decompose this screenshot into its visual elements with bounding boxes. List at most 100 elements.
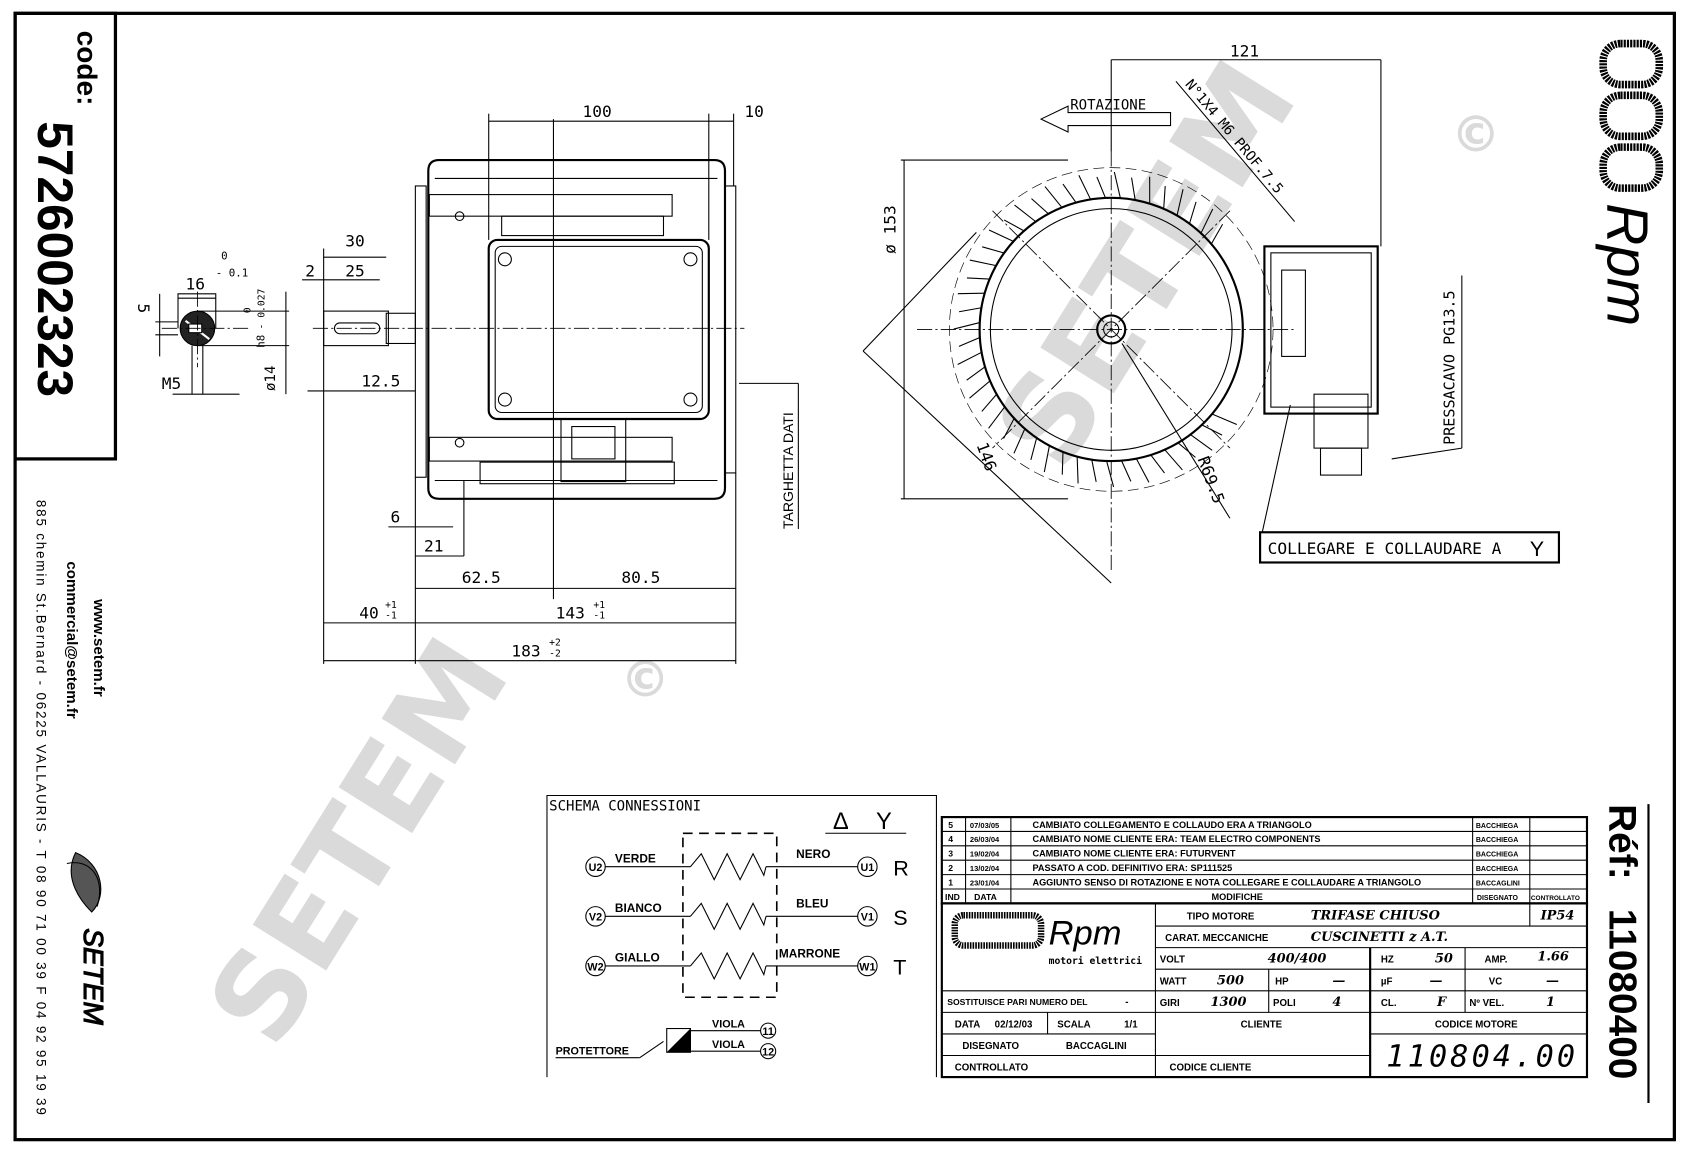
- cooling-fin: [957, 351, 982, 365]
- cooling-fin: [953, 322, 980, 330]
- connect-note-box: [1259, 531, 1561, 564]
- dim-80-5: 80.5: [621, 568, 660, 587]
- dim-21: 21: [424, 537, 443, 556]
- cliente-label: CLIENTE: [1241, 1019, 1283, 1030]
- rev-date: 07/03/05: [970, 821, 999, 830]
- schema-title: SCHEMA CONNESSIONI: [549, 799, 701, 815]
- rev-description: CAMBIATO COLLEGAMENTO E COLLAUDO ERA A T…: [1032, 820, 1311, 830]
- header-modifiche: MODIFICHE: [1212, 892, 1263, 902]
- nvel-value: 1: [1546, 995, 1555, 1010]
- ref-label: Réf:: [1601, 804, 1644, 880]
- dim-r69-5: R69.5: [1194, 454, 1229, 506]
- cooling-fin: [1003, 219, 1025, 232]
- left-terminal: W2: [587, 961, 603, 973]
- cooling-fin: [1096, 176, 1106, 199]
- cooling-fin: [1163, 186, 1166, 209]
- rev-ind: 3: [948, 849, 953, 859]
- right-terminal: U1: [861, 862, 875, 874]
- dim-h8-tol-upper: 0: [242, 307, 253, 313]
- vc-label: VC: [1489, 976, 1502, 987]
- shaft-section-view: 16 0 - 0.1 5 M5 ø14 h8 0 - 0.027: [134, 249, 290, 395]
- header-ind: IND: [945, 892, 960, 902]
- cooling-fin: [1121, 460, 1132, 482]
- dim-100: 100: [583, 102, 612, 121]
- dim-40: 40: [359, 604, 378, 623]
- dim-146: 146: [973, 440, 1001, 474]
- scala-label: SCALA: [1057, 1019, 1090, 1030]
- cooling-fin: [1076, 456, 1079, 484]
- rev-date: 26/03/04: [970, 835, 1000, 844]
- volt-label: VOLT: [1160, 955, 1185, 966]
- cooling-fin: [958, 336, 981, 347]
- dim-183-tol-minus: -2: [549, 648, 561, 659]
- cooling-fin: [1078, 175, 1092, 200]
- sheet-border: [13, 11, 1676, 1142]
- protector-wire-color: VIOLA: [712, 1039, 745, 1051]
- terminal-circle: [857, 955, 878, 977]
- sostituisce-label: SOSTITUISCE PARI NUMERO DEL: [947, 997, 1087, 1007]
- winding-resistor: [690, 852, 767, 881]
- dim-25: 25: [345, 262, 364, 281]
- tipo-motore-label: TIPO MOTORE: [1187, 912, 1255, 923]
- rev-drawn-by: BACCAGLINI: [1476, 880, 1520, 887]
- rotation-arrow-icon: [1039, 105, 1172, 133]
- targhetta-label: TARGHETTA DATI: [780, 412, 796, 529]
- cooling-fin: [1164, 449, 1183, 471]
- volt-value: 400/400: [1268, 952, 1327, 967]
- cooling-fin: [1177, 442, 1196, 458]
- dim-143: 143: [556, 604, 585, 623]
- cooling-fin: [1200, 208, 1214, 234]
- dim-16-tol-upper: 0: [221, 249, 227, 262]
- watermark-mark: ©: [1451, 105, 1501, 163]
- protector-terminal: 12: [762, 1047, 774, 1059]
- terminal-box: [487, 238, 710, 421]
- dim-d14: ø14: [263, 366, 279, 391]
- cooling-fin: [1044, 186, 1063, 208]
- rev-date: 19/02/04: [970, 850, 1000, 859]
- left-terminal: V2: [589, 912, 602, 924]
- cooling-fin: [988, 229, 1014, 242]
- dim-16: 16: [186, 275, 205, 294]
- protector-label: PROTETTORE: [556, 1045, 629, 1057]
- dim-d153: ø 153: [880, 205, 899, 254]
- codice-motore-label: CODICE MOTORE: [1435, 1019, 1518, 1030]
- right-wire-color: BLEU: [796, 897, 828, 911]
- cl-value: F: [1436, 995, 1447, 1010]
- rev-description: AGGIUNTO SENSO DI ROTAZIONE E NOTA COLLE…: [1032, 877, 1421, 887]
- cl-label: CL.: [1381, 998, 1397, 1009]
- giri-label: GIRI: [1160, 998, 1180, 1009]
- codice-cliente-label: CODICE CLIENTE: [1169, 1063, 1251, 1074]
- setem-logo-text: SETEM: [78, 928, 109, 1025]
- dim-30: 30: [345, 231, 364, 250]
- title-block: Rpm motori elettrici TIPO MOTORE TRIFASE…: [940, 902, 1589, 1079]
- poli-value: 4: [1332, 995, 1341, 1010]
- codice-motore-value: 110804.00: [1386, 1039, 1575, 1074]
- star-symbol: Y: [876, 809, 892, 835]
- title-logo-text: Rpm: [1049, 914, 1122, 952]
- rotation-label: ROTAZIONE: [1070, 97, 1146, 113]
- phase-label: T: [893, 955, 906, 980]
- ref-value: 11080400: [1601, 909, 1644, 1080]
- rpm-logo-text: Rpm: [1594, 203, 1659, 326]
- dim-16-tol-lower: - 0.1: [216, 267, 248, 280]
- dim-183: 183: [511, 641, 540, 660]
- sostituisce-value: -: [1125, 997, 1128, 1008]
- ip-rating: IP54: [1540, 909, 1575, 924]
- nvel-label: Nº VEL.: [1469, 998, 1504, 1009]
- cooling-fin: [958, 307, 982, 313]
- motor-side-view: 100 10 30 2 25 12.5 6 21 62.5 80.5 40 +1…: [302, 102, 799, 664]
- right-wire-color: MARRONE: [779, 946, 840, 960]
- hz-label: HZ: [1381, 955, 1394, 966]
- dim-143-tol-plus: +1: [593, 600, 605, 611]
- dim-40-tol-plus: +1: [385, 600, 397, 611]
- hp-label: HP: [1275, 976, 1289, 987]
- cooling-fin: [1176, 189, 1184, 216]
- cooling-fin: [969, 380, 991, 399]
- winding-resistor: [690, 951, 767, 981]
- title-block-logo: Rpm motori elettrici: [951, 912, 1142, 967]
